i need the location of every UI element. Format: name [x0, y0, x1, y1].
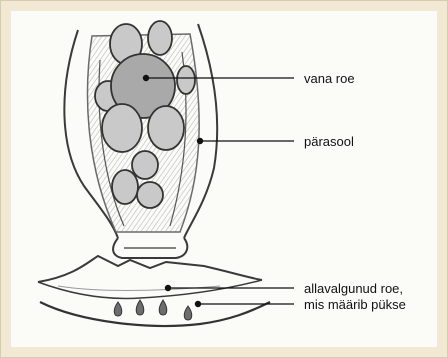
underwear-curve — [40, 302, 270, 326]
label-rectum: pärasool — [304, 134, 354, 149]
label-leaked-stool-line2: mis määrib pükse — [304, 297, 406, 312]
leader-line-leaked-stool — [165, 285, 294, 307]
leader-line-rectum — [197, 138, 294, 144]
label-old-stool: vana roe — [304, 71, 355, 86]
leaked-stool-drops — [114, 300, 192, 320]
anal-canal — [38, 238, 262, 298]
label-leaked-stool-line1: allavalgunud roe, — [304, 281, 403, 296]
